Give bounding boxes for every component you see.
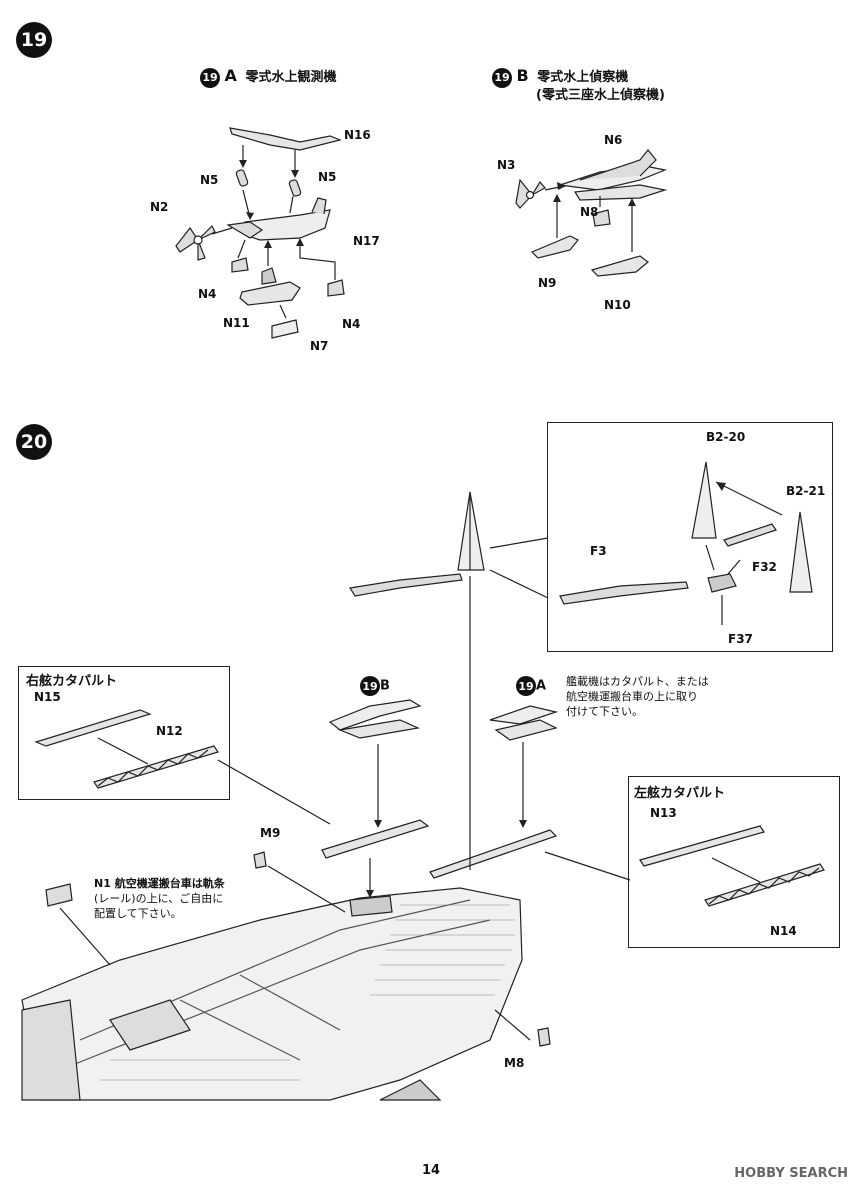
part-f37: F37 xyxy=(728,632,753,646)
part-n11: N11 xyxy=(223,316,250,330)
aircraft-note-line-1: 艦載機はカタパルト、または xyxy=(566,675,709,688)
part-n16: N16 xyxy=(344,128,371,142)
part-n7: N7 xyxy=(310,339,329,353)
aircraft-mount-note: 艦載機はカタパルト、または 航空機運搬台車の上に取り 付けて下さい。 xyxy=(566,674,709,719)
n1-cart-note: N1 航空機運搬台車は軌条 (レール)の上に、ご自由に 配置して下さい。 xyxy=(94,876,225,921)
n1-note-line-2: (レール)の上に、ご自由に xyxy=(94,892,224,905)
step-19b-name: 零式水上偵察機 xyxy=(537,70,629,85)
part-n5-left: N5 xyxy=(200,173,219,187)
part-b2-21: B2-21 xyxy=(786,484,826,498)
part-f3: F3 xyxy=(590,544,607,558)
step-19b-letter: B xyxy=(516,66,529,85)
part-n4-left: N4 xyxy=(198,287,217,301)
part-m8: M8 xyxy=(504,1056,525,1070)
part-n17: N17 xyxy=(353,234,380,248)
part-n14: N14 xyxy=(770,924,797,938)
page-number: 14 xyxy=(421,1163,441,1178)
part-n2: N2 xyxy=(150,200,169,214)
step-19a-name: 零式水上観測機 xyxy=(245,70,337,85)
step-19b-title: 19 B 零式水上偵察機 xyxy=(492,66,628,88)
part-n9: N9 xyxy=(538,276,557,290)
n1-note-line-1: N1 航空機運搬台車は軌条 xyxy=(94,877,225,890)
part-m9: M9 xyxy=(260,826,281,840)
aircraft-note-line-3: 付けて下さい。 xyxy=(566,705,643,718)
part-n8: N8 xyxy=(580,205,599,219)
part-n10: N10 xyxy=(604,298,631,312)
step-19a-letter: A xyxy=(224,66,237,85)
step-19-badge: 19 xyxy=(16,22,52,58)
step-19a-title: 19 A 零式水上観測機 xyxy=(200,66,336,88)
part-n5-right: N5 xyxy=(318,170,337,184)
left-catapult-title: 左舷カタパルト xyxy=(634,786,726,801)
part-n15: N15 xyxy=(34,690,61,704)
part-n13: N13 xyxy=(650,806,677,820)
right-catapult-title: 右舷カタパルト xyxy=(26,674,118,689)
part-n4-right: N4 xyxy=(342,317,361,331)
step-19a-badge: 19 xyxy=(200,67,220,88)
left-catapult-box xyxy=(628,776,840,948)
watermark: HOBBY SEARCH xyxy=(734,1166,848,1181)
step-20-badge: 20 xyxy=(16,424,52,460)
part-b2-20: B2-20 xyxy=(706,430,746,444)
part-n12: N12 xyxy=(156,724,183,738)
right-catapult-box xyxy=(18,666,230,800)
part-n3: N3 xyxy=(497,158,516,172)
plane-19a-ref-badge: 19 xyxy=(516,676,536,696)
part-n6: N6 xyxy=(604,133,623,147)
plane-19b-ref-badge: 19 xyxy=(360,676,380,696)
plane-19b-ref-letter: B xyxy=(380,678,390,694)
aircraft-note-line-2: 航空機運搬台車の上に取り xyxy=(566,690,698,703)
step-19b-badge: 19 xyxy=(492,67,512,88)
plane-19a-ref-letter: A xyxy=(536,678,547,694)
part-f32: F32 xyxy=(752,560,777,574)
step-19b-subtitle: (零式三座水上偵察機) xyxy=(536,88,665,103)
detail-box-crane xyxy=(547,422,833,652)
n1-note-line-3: 配置して下さい。 xyxy=(94,907,182,920)
